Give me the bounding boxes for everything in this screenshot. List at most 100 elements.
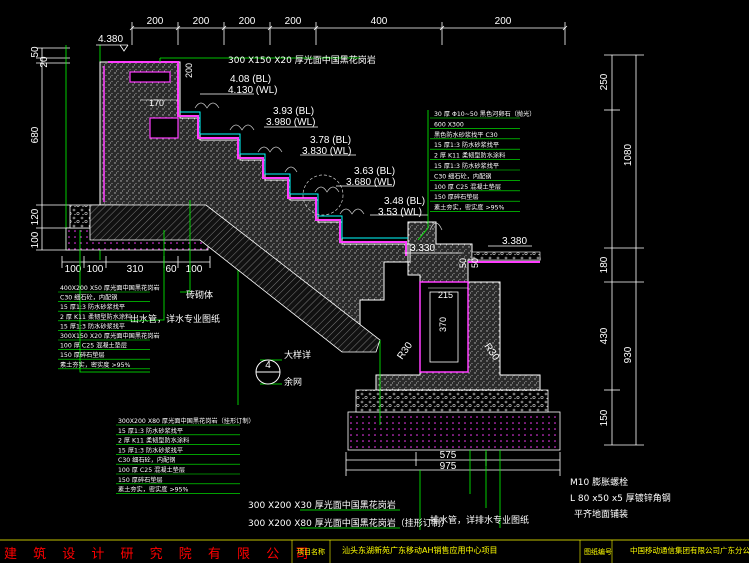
inner-dim-170: 170	[149, 98, 164, 108]
top-dim-6: 200	[495, 16, 512, 27]
lower-stack-item: 300X200 X80 厚光面中国黑花岗岩（挂形订制）	[118, 417, 255, 425]
bottom-dim-1: 100	[65, 264, 82, 275]
client-name: 中国移动通信集团有限公司广东分公司	[630, 545, 749, 555]
lower-stack-item: 15 厚1:3 防水砂浆找平	[118, 446, 183, 454]
left-stack-item: 150 厚碎石垫层	[60, 351, 105, 359]
right-stack-item: 15 厚1:3 防水砂浆找平	[434, 141, 499, 149]
company-name: 建 筑 设 计 研 究 院 有 限 公 司	[4, 546, 314, 562]
inner-dim-50a: 50	[458, 258, 468, 268]
side-wall-note: 砖砌体	[186, 289, 213, 301]
project-label: 项目名称	[297, 547, 325, 556]
level-marks	[96, 44, 532, 254]
bottom-note-2: 300 X200 X80 厚光面中国黑花岗岩（挂形订制）	[248, 517, 450, 529]
outlet-note: 出水管，详水专业图纸	[130, 313, 220, 325]
right-dim-430: 430	[599, 327, 610, 344]
section-label-note: 余网	[284, 376, 302, 388]
inner-dim-200: 200	[184, 63, 194, 78]
level-4-bl: 3.63 (BL)	[354, 166, 395, 177]
lower-stack-item: 素土夯实，密实度 >95%	[118, 486, 189, 494]
right-material-stack: 30 厚 Φ10~50 黑色河卵石（抛光） 600 X300 黑色防水砂浆找平 C3…	[430, 110, 535, 212]
stepped-concrete-body	[89, 61, 541, 391]
project-name: 汕头东湖新苑广东移动AH销售应用中心项目	[342, 545, 498, 555]
left-dim-120: 120	[30, 208, 41, 225]
inner-dim-50b: 50	[470, 258, 480, 268]
left-stack-item: 素土夯实，密实度 >95%	[60, 361, 131, 369]
lower-stack-item: 15 厚1:3 防水砂浆找平	[118, 427, 183, 435]
right-dim-930: 930	[623, 346, 634, 363]
bottom-dim-3: 310	[127, 264, 144, 275]
left-stack-item: 15 厚1:3 防水砂浆找平	[60, 322, 125, 330]
left-dim-100: 100	[30, 231, 41, 248]
lower-stack-item: 150 厚碎石垫层	[118, 476, 163, 484]
radius-left: R30	[395, 340, 415, 362]
right-stack-item: 150 厚碎石垫层	[434, 193, 479, 201]
bottom-dim-2: 100	[87, 264, 104, 275]
bottom-dim-4: 60	[165, 264, 177, 275]
left-stack-item: C30 细石砼，内配钢	[60, 294, 117, 302]
right-stack-item: 黑色防水砂浆找平 C30	[434, 131, 498, 139]
right-stack-item: 素土夯实，密实度 >95%	[434, 204, 505, 212]
grate-note: 大样详	[284, 349, 311, 361]
left-dim-50: 50	[30, 46, 41, 58]
right-stack-item: 100 厚 C25 混凝土垫层	[434, 183, 501, 191]
right-stack-item: 600 X300	[434, 121, 464, 128]
top-dimension-chain	[129, 22, 568, 45]
level-pool: 3.330	[410, 243, 435, 254]
level-top: 4.380	[98, 34, 123, 45]
level-3-bl: 3.78 (BL)	[310, 135, 351, 146]
bottom-right-dimension-chain	[345, 452, 561, 476]
bottom-total-575: 575	[440, 450, 457, 461]
leader-lines	[79, 57, 501, 530]
left-dim-680: 680	[30, 126, 41, 143]
flat-note: 平齐地面铺装	[574, 508, 628, 520]
angle-note: L 80 x50 x5 厚镀锌角钢	[570, 492, 671, 504]
lower-material-stack: 300X200 X80 厚光面中国黑花岗岩（挂形订制） 15 厚1:3 防水砂浆找…	[116, 417, 255, 494]
level-5-bl: 3.48 (BL)	[384, 196, 425, 207]
level-2-bl: 3.93 (BL)	[273, 106, 314, 117]
drain-note: 排水管，详排水专业图纸	[430, 514, 529, 526]
right-stack-item: 30 厚 Φ10~50 黑色河卵石（抛光）	[434, 110, 535, 118]
water-plant-marks	[194, 102, 443, 231]
level-4-wl: 3.680 (WL)	[346, 177, 395, 188]
bottom-total-975: 975	[440, 461, 457, 472]
level-right: 3.380	[502, 236, 527, 247]
inner-dim-215: 215	[438, 290, 453, 300]
top-dim-2: 200	[193, 16, 210, 27]
left-stack-item: 2 厚 K11 柔韧型防水涂料	[60, 313, 131, 321]
right-dim-150: 150	[599, 409, 610, 426]
level-1-wl: 4.130 (WL)	[228, 85, 277, 96]
m10-note: M10 膨胀螺栓	[570, 476, 628, 488]
section-callout: 4	[255, 359, 281, 385]
top-dim-3: 200	[239, 16, 256, 27]
inner-dim-370: 370	[438, 317, 448, 332]
right-dim-180: 180	[599, 256, 610, 273]
lower-stack-item: 2 厚 K11 柔韧型防水涂料	[118, 437, 189, 445]
lower-stack-item: 100 厚 C25 混凝土垫层	[118, 466, 185, 474]
right-dim-1080: 1080	[623, 143, 634, 166]
level-3-wl: 3.830 (WL)	[302, 146, 351, 157]
bottom-note-1: 300 X200 X30 厚光面中国黑花岗岩	[248, 499, 396, 511]
left-stack-item: 100 厚 C25 混凝土垫层	[60, 342, 127, 350]
top-callout-note: 300 X150 X20 厚光面中国黑花岗岩	[228, 54, 376, 66]
bottom-dim-5: 100	[186, 264, 203, 275]
right-stack-item: 15 厚1:3 防水砂浆找平	[434, 162, 499, 170]
left-dimension-chain	[36, 47, 70, 251]
level-2-wl: 3.980 (WL)	[266, 117, 315, 128]
lower-stack-item: C30 细石砼，内配钢	[118, 456, 175, 464]
top-dim-4: 200	[285, 16, 302, 27]
title-bar: 建 筑 设 计 研 究 院 有 限 公 司 项目名称 汕头东湖新苑广东移动AH销…	[0, 539, 749, 563]
top-dim-1: 200	[147, 16, 164, 27]
drawing-number-label: 图纸编号	[584, 547, 612, 556]
level-5-wl: 3.53 (WL)	[378, 207, 422, 218]
level-1-bl: 4.08 (BL)	[230, 74, 271, 85]
top-dim-5: 400	[371, 16, 388, 27]
right-dim-250: 250	[599, 73, 610, 90]
left-stack-item: 400X200 X50 厚光面中国黑花岗岩	[60, 284, 160, 292]
right-stack-item: 2 厚 K11 柔韧型防水涂料	[434, 152, 505, 160]
left-dim-20: 20	[39, 56, 50, 68]
section-number: 4	[265, 360, 271, 371]
left-stack-item: 15 厚1:3 防水砂浆找平	[60, 303, 125, 311]
right-dimension-chain	[604, 54, 644, 446]
